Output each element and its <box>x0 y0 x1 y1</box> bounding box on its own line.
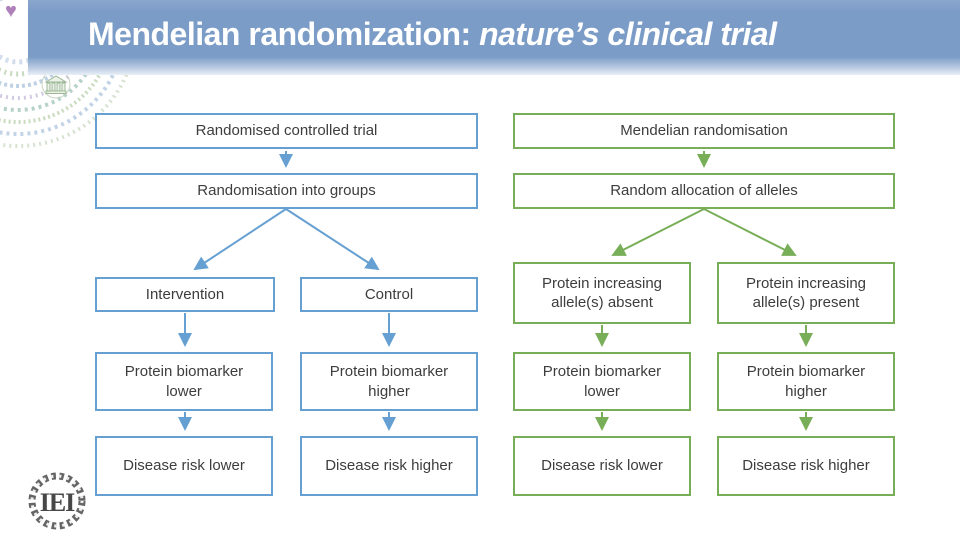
title-regular: Mendelian randomization: <box>88 16 480 52</box>
logo-letters: IEI <box>40 488 75 517</box>
rct-arrows <box>178 151 396 431</box>
building-icon <box>41 69 71 99</box>
box-rct-disease-risk-higher: Disease risk higher <box>300 436 478 496</box>
box-randomisation-into-groups: Randomisation into groups <box>95 173 478 209</box>
arrow <box>611 208 705 256</box>
box-control: Control <box>300 277 478 312</box>
box-rct-protein-biomarker-lower: Protein biomarker lower <box>95 352 273 411</box>
box-random-allocation-of-alleles: Random allocation of alleles <box>513 173 895 209</box>
title-italic: nature’s clinical trial <box>479 16 777 52</box>
box-mr-disease-risk-higher: Disease risk higher <box>717 436 895 496</box>
box-intervention: Intervention <box>95 277 275 312</box>
box-rct-protein-biomarker-higher: Protein biomarker higher <box>300 352 478 411</box>
mr-arrows <box>595 151 813 431</box>
heart-icon: ♥ <box>5 0 17 22</box>
box-allele-absent: Protein increasing allele(s) absent <box>513 262 691 324</box>
box-mr-disease-risk-lower: Disease risk lower <box>513 436 691 496</box>
page-title: Mendelian randomization: nature’s clinic… <box>88 16 777 53</box>
box-mr-protein-biomarker-lower: Protein biomarker lower <box>513 352 691 411</box>
arrow <box>703 208 797 256</box>
box-allele-present: Protein increasing allele(s) present <box>717 262 895 324</box>
arrow <box>193 208 287 271</box>
arrow <box>285 208 380 271</box>
institute-logo: IEI <box>28 472 86 530</box>
box-mr-protein-biomarker-higher: Protein biomarker higher <box>717 352 895 411</box>
box-rct-disease-risk-lower: Disease risk lower <box>95 436 273 496</box>
box-randomised-controlled-trial: Randomised controlled trial <box>95 113 478 149</box>
box-mendelian-randomisation: Mendelian randomisation <box>513 113 895 149</box>
slide-title-bar: Mendelian randomization: nature’s clinic… <box>28 0 960 75</box>
